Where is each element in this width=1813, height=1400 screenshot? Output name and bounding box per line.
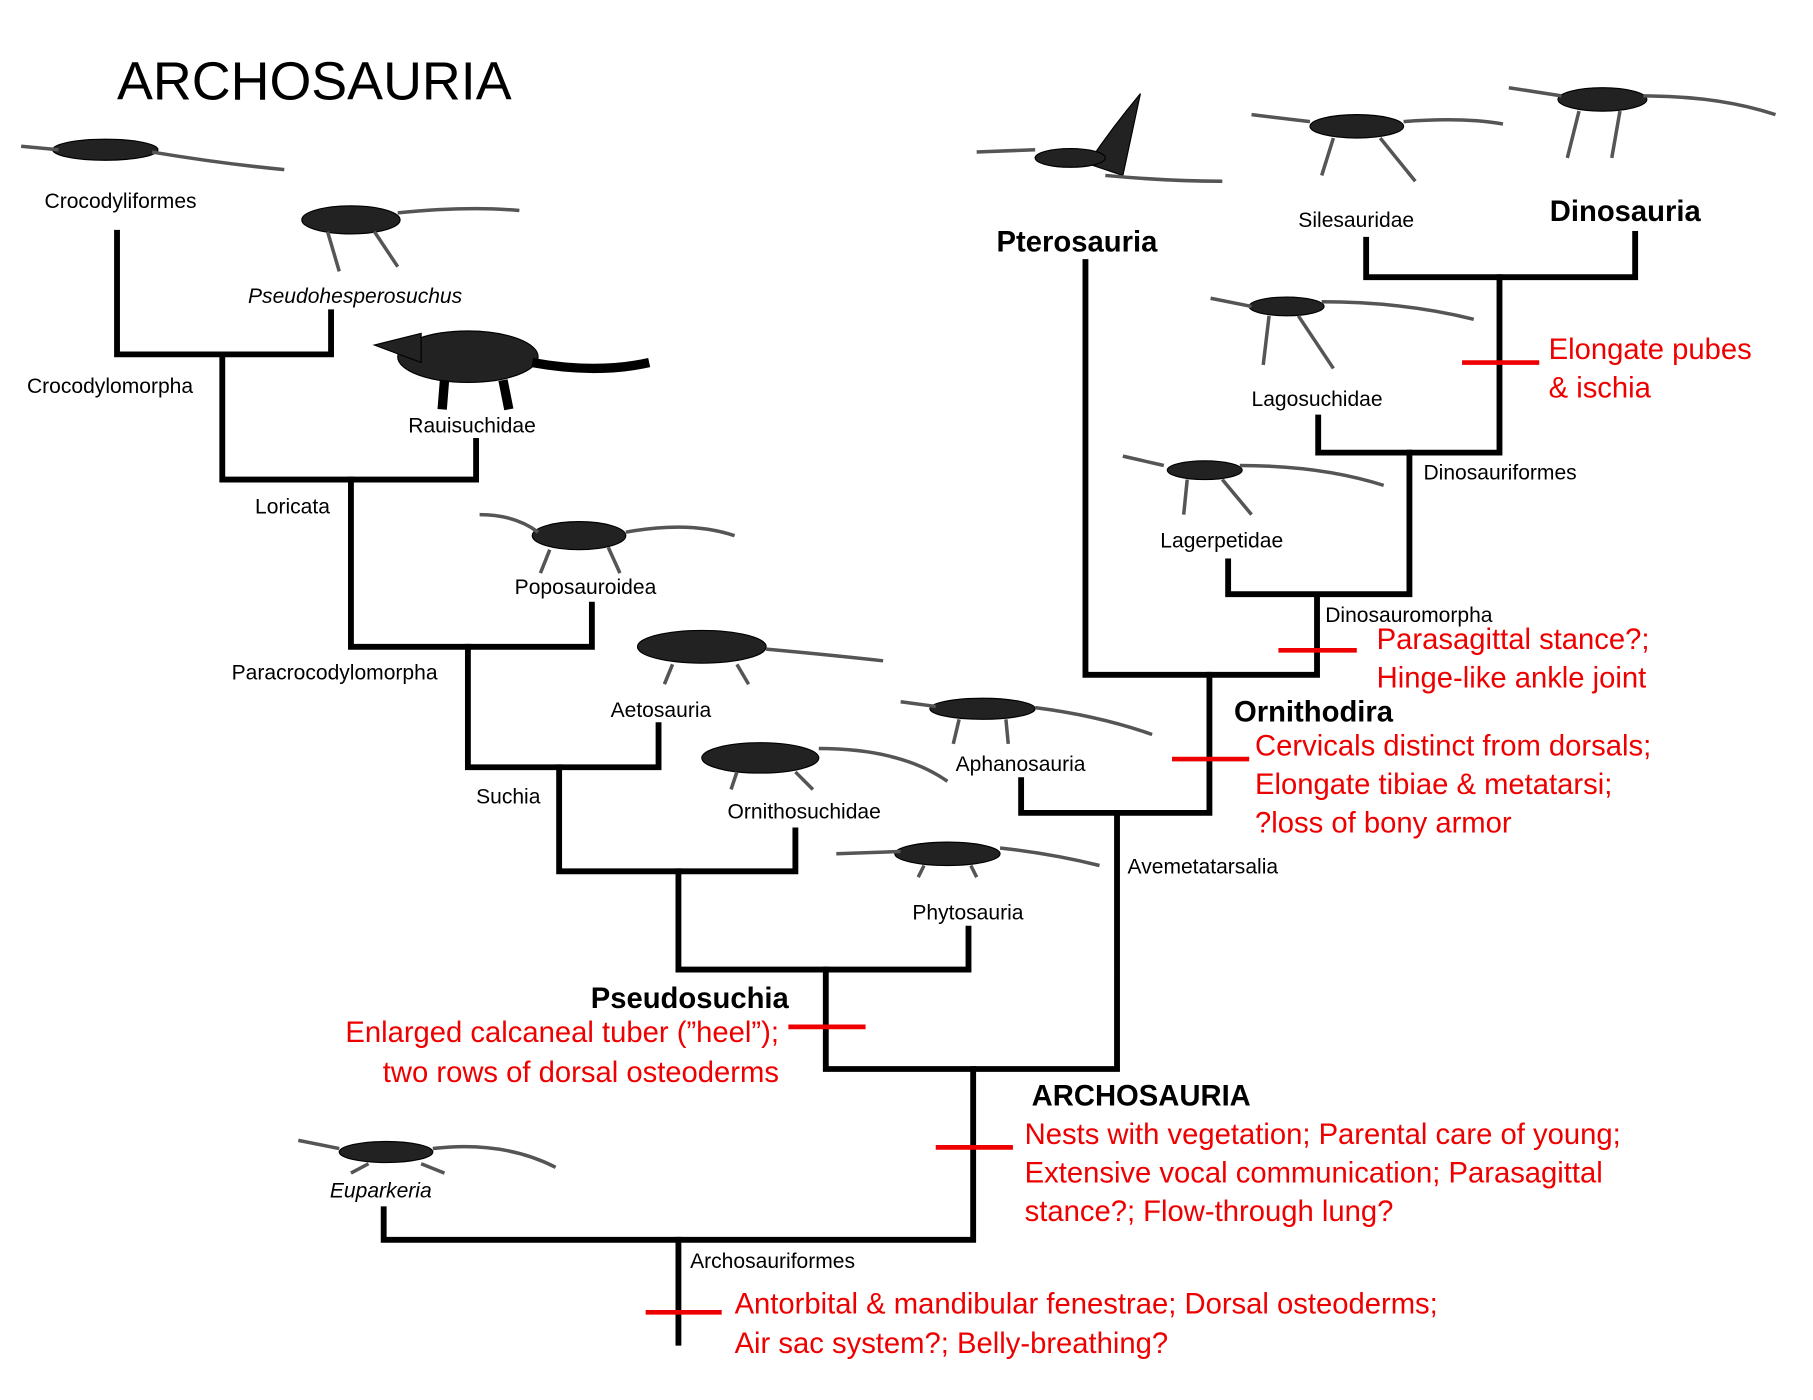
trait-line: Air sac system?; Belly-breathing? [735,1328,1169,1360]
taxon-phytosauria: Phytosauria [912,901,1023,924]
taxon-euparkeria: Euparkeria [330,1180,432,1203]
phytosaur-skeleton-icon [836,841,1100,878]
lagosuchid-skeleton-icon [1210,296,1475,370]
taxon-pterosauria: Pterosauria [997,226,1159,258]
node-crocodylomorpha: Crocodylomorpha [27,375,193,398]
trait-line: Nests with vegetation; Parental care of … [1025,1119,1621,1151]
trait-line: Cervicals distinct from dorsals; [1255,731,1651,763]
euparkeria-skeleton-icon [297,1138,557,1175]
lagerpetid-skeleton-icon [1122,454,1385,516]
dinosaur-skeleton-icon [1508,85,1777,159]
diagram-title: ARCHOSAURIA [117,51,512,111]
trait-line: Parasagittal stance?; [1377,624,1650,656]
node-pseudosuchia: Pseudosuchia [591,983,790,1015]
trait-line: Extensive vocal communication; Parasagit… [1025,1157,1603,1189]
node-paracrocodylomorpha: Paracrocodylomorpha [232,662,438,685]
taxon-ornithosuchidae: Ornithosuchidae [728,801,881,824]
crocodyliform-skeleton-icon [20,138,285,172]
ornithosuchid-skeleton-icon [701,742,949,791]
node-suchia: Suchia [476,786,541,809]
taxon-rauisuchidae: Rauisuchidae [408,415,536,438]
trait-line: stance?; Flow-through lung? [1025,1196,1394,1228]
trait-line: Elongate tibiae & metatarsi; [1255,769,1612,801]
taxon-pseudohesperosuchus: Pseudohesperosuchus [248,285,463,308]
traits-ornithodira: Cervicals distinct from dorsals; Elongat… [1255,731,1651,840]
taxon-dinosauria: Dinosauria [1550,196,1702,228]
traits-archosauria: Nests with vegetation; Parental care of … [1025,1119,1621,1228]
taxon-silesauridae: Silesauridae [1298,209,1414,232]
trait-line: Elongate pubes [1549,334,1752,366]
traits-pseudosuchia: Enlarged calcaneal tuber (”heel”); two r… [345,1017,779,1089]
node-avemetatarsalia: Avemetatarsalia [1128,856,1279,879]
trait-line: ?loss of bony armor [1255,808,1512,840]
taxon-crocodyliformes: Crocodyliformes [45,190,197,213]
rauisuchid-skeleton-icon [372,330,651,411]
pseudohesperosuchus-skeleton-icon [301,205,520,272]
node-dinosauromorpha: Dinosauromorpha [1325,604,1493,627]
pterosaur-skeleton-icon [976,93,1223,184]
trait-line: Enlarged calcaneal tuber (”heel”); [345,1017,779,1049]
node-dinosauriformes: Dinosauriformes [1423,462,1576,485]
silesaurid-skeleton-icon [1251,112,1504,183]
node-archosauriformes: Archosauriformes [690,1250,855,1273]
node-ornithodira: Ornithodira [1234,697,1394,729]
taxon-aphanosauria: Aphanosauria [956,753,1086,776]
traits-archosauriformes: Antorbital & mandibular fenestrae; Dorsa… [735,1288,1438,1360]
taxon-lagerpetidae: Lagerpetidae [1160,529,1283,552]
node-loricata: Loricata [255,495,330,518]
traits-dinosauromorpha: Parasagittal stance?; Hinge-like ankle j… [1377,624,1650,695]
trait-line: two rows of dorsal osteoderms [383,1057,779,1089]
node-archosauria: ARCHOSAURIA [1032,1080,1251,1112]
poposauroid-skeleton-icon [479,512,736,574]
taxon-aetosauria: Aetosauria [611,699,712,722]
aetosaur-skeleton-icon [636,629,884,686]
traits-dinosauria: Elongate pubes & ischia [1549,334,1752,405]
trait-line: Antorbital & mandibular fenestrae; Dorsa… [735,1288,1438,1320]
aphanosaur-skeleton-icon [900,697,1153,745]
trait-line: & ischia [1549,373,1652,405]
taxon-poposauroidea: Poposauroidea [515,576,657,599]
taxon-lagosuchidae: Lagosuchidae [1252,388,1383,411]
trait-line: Hinge-like ankle joint [1377,663,1647,695]
